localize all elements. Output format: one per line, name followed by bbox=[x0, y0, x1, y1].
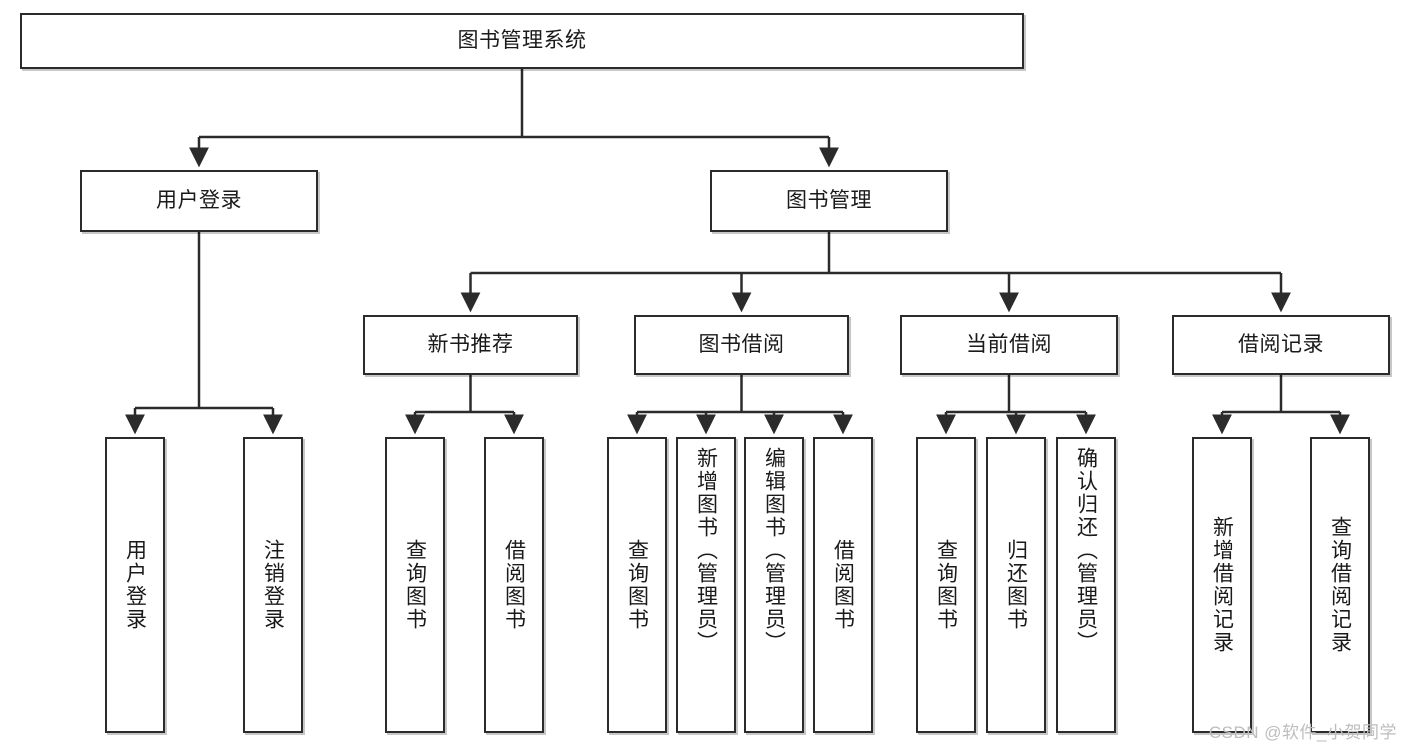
node-leaf-add-record-label: 新增借阅记录 bbox=[1210, 516, 1234, 654]
node-leaf-edit-book[interactable]: 编辑图书（管理员） bbox=[744, 437, 804, 733]
watermark: CSDN @软件_小贺同学 bbox=[1208, 723, 1397, 742]
node-leaf-add-book-label: 新增图书（管理员） bbox=[694, 447, 718, 654]
node-leaf-logout-label: 注销登录 bbox=[261, 539, 285, 631]
node-leaf-user-login-label: 用户登录 bbox=[123, 539, 147, 631]
node-leaf-logout[interactable]: 注销登录 bbox=[243, 437, 303, 733]
node-leaf-confirm-return[interactable]: 确认归还（管理员） bbox=[1056, 437, 1116, 733]
node-leaf-return-book[interactable]: 归还图书 bbox=[986, 437, 1046, 733]
node-leaf-query-book-2-label: 查询图书 bbox=[625, 539, 649, 631]
node-leaf-return-book-label: 归还图书 bbox=[1004, 539, 1028, 631]
node-leaf-borrow-book-1[interactable]: 借阅图书 bbox=[484, 437, 544, 733]
node-leaf-borrow-book-2[interactable]: 借阅图书 bbox=[813, 437, 873, 733]
node-leaf-borrow-book-1-label: 借阅图书 bbox=[502, 539, 526, 631]
node-leaf-query-book-1[interactable]: 查询图书 bbox=[385, 437, 445, 733]
node-leaf-query-book-3[interactable]: 查询图书 bbox=[916, 437, 976, 733]
node-root-title[interactable]: 图书管理系统 bbox=[20, 13, 1024, 69]
node-leaf-query-book-1-label: 查询图书 bbox=[403, 539, 427, 631]
node-leaf-add-book[interactable]: 新增图书（管理员） bbox=[676, 437, 736, 733]
node-borrow-record[interactable]: 借阅记录 bbox=[1172, 315, 1390, 375]
node-book-management[interactable]: 图书管理 bbox=[710, 170, 948, 232]
node-user-login-label: 用户登录 bbox=[156, 188, 242, 212]
node-leaf-edit-book-label: 编辑图书（管理员） bbox=[762, 447, 786, 654]
node-leaf-query-book-2[interactable]: 查询图书 bbox=[607, 437, 667, 733]
node-current-borrow[interactable]: 当前借阅 bbox=[900, 315, 1118, 375]
node-book-management-label: 图书管理 bbox=[786, 188, 872, 212]
node-leaf-borrow-book-2-label: 借阅图书 bbox=[831, 539, 855, 631]
node-leaf-query-record-label: 查询借阅记录 bbox=[1328, 516, 1352, 654]
node-user-login[interactable]: 用户登录 bbox=[80, 170, 318, 232]
node-borrow-record-label: 借阅记录 bbox=[1238, 332, 1324, 356]
node-current-borrow-label: 当前借阅 bbox=[966, 332, 1052, 356]
node-leaf-add-record[interactable]: 新增借阅记录 bbox=[1192, 437, 1252, 733]
node-root-title-label: 图书管理系统 bbox=[457, 28, 587, 52]
node-new-book-recommend-label: 新书推荐 bbox=[427, 332, 514, 356]
node-new-book-recommend[interactable]: 新书推荐 bbox=[363, 315, 578, 375]
node-leaf-query-book-3-label: 查询图书 bbox=[934, 539, 958, 631]
node-leaf-query-record[interactable]: 查询借阅记录 bbox=[1310, 437, 1370, 733]
node-leaf-user-login[interactable]: 用户登录 bbox=[105, 437, 165, 733]
node-book-borrow-label: 图书借阅 bbox=[698, 332, 785, 356]
node-leaf-confirm-return-label: 确认归还（管理员） bbox=[1074, 447, 1098, 654]
node-book-borrow[interactable]: 图书借阅 bbox=[634, 315, 849, 375]
